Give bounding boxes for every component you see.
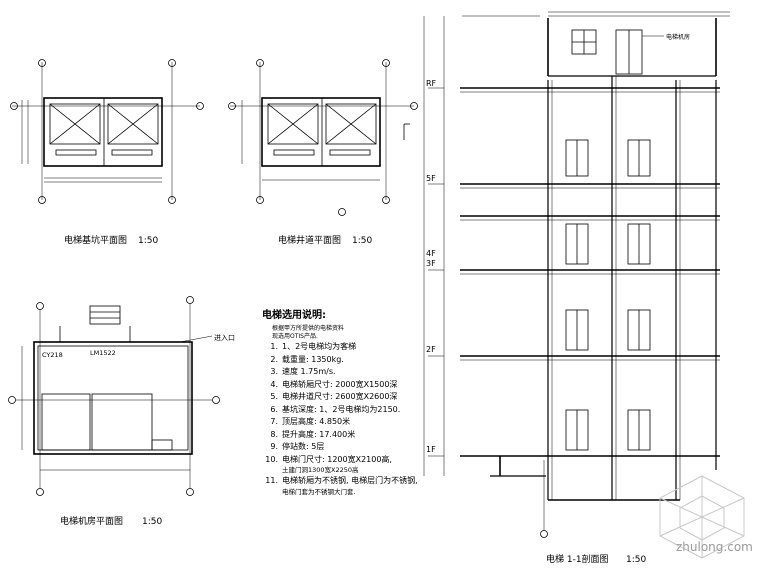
note-text: 1、2号电梯均为客梯 [282,342,357,351]
note-item: 11. 电梯轿厢为不锈钢, 电梯层门为不锈钢, [262,475,417,488]
note-text: 速度 1.75m/s. [282,367,336,376]
note-number: 6. [270,404,278,414]
shaft-plan [228,59,418,216]
floor-2f: 2F [426,345,436,354]
pit-plan-title: 电梯基坑平面图 [64,234,127,246]
floor-5f: 5F [426,174,436,183]
shaft-plan-scale: 1:50 [352,236,372,246]
note-item: 7. 顶层高度: 4.850米 [262,416,412,429]
section-scale: 1:50 [626,555,646,565]
note-item: 10. 电梯门尺寸: 1200宽X2100高, [262,454,412,467]
machine-room-tags: CY218 LM1522 进入口 [42,334,235,359]
note-number: 9. [270,442,278,451]
note-text: 电梯门套为不锈钢大门套. [282,487,356,496]
note-number: 7. [270,417,278,426]
elevator-notes: 电梯选用说明: 根据甲方所提供的电梯资料 现选用OTIS产品. 1. 1、2号电梯… [262,306,418,497]
section-title: 电梯 1-1剖面图 [546,553,609,565]
note-item: 土建门洞1300宽X2250高 [282,466,412,475]
machine-room-plan [8,296,220,496]
note-text: 提升高度: 17.400米 [282,429,356,439]
note-number: 3. [270,367,278,376]
notes-heading: 电梯选用说明: [262,310,326,321]
entry-label: 进入口 [214,334,235,342]
note-item: 2. 载重量: 1350kg. [262,354,412,367]
note-item: 1. 1、2号电梯均为客梯 [262,341,412,354]
shaft-plan-title: 电梯井道平面图 [278,234,341,246]
note-item: 3. 速度 1.75m/s. [262,366,412,379]
section-1-1 [423,11,730,538]
note-item: 4. 电梯轿厢尺寸: 2000宽X1500深 [262,379,412,392]
note-number: 1. [270,342,278,351]
notes-intro-1: 根据甲方所提供的电梯资料 [272,325,345,332]
note-number: 10. [265,454,278,464]
note-text: 电梯轿厢尺寸: 2000宽X1500深 [282,379,398,389]
note-item: 6. 基坑深度: 1、2号电梯均为2150. [262,404,412,417]
note-item: 9. 停站数: 5层 [262,441,412,454]
note-item: 8. 提升高度: 17.400米 [262,429,412,442]
note-text: 电梯门尺寸: 1200宽X2100高, [282,454,392,464]
pit-plan [10,59,204,204]
note-text: 停站数: 5层 [282,442,325,451]
note-text: 顶层高度: 4.850米 [282,417,351,426]
note-number: 4. [270,379,278,389]
watermark-logo [659,475,745,559]
note-number: 2. [270,354,278,364]
floor-3f: 3F [426,259,436,268]
pit-plan-scale: 1:50 [138,236,158,246]
note-item: 电梯门套为不锈钢大门套. [282,488,412,497]
notes-intro-2: 现选用OTIS产品. [272,333,318,340]
floor-1f: 1F [426,445,436,454]
note-item: 5. 电梯井道尺寸: 2600宽X2600深 [262,391,412,404]
machine-room-plan-title: 电梯机房平面图 [60,515,123,527]
note-text: 基坑深度: 1、2号电梯均为2150. [282,404,401,414]
note-text: 土建门洞1300宽X2250高 [282,466,359,474]
drawing-titles: 电梯基坑平面图 1:50 电梯井道平面图 1:50 电梯机房平面图 1:50 电… [60,234,646,565]
section-labels: 电梯机房 RF 5F 4F 3F 2F 1F [426,33,690,454]
machine-room-plan-scale: 1:50 [142,517,162,527]
floor-rf: RF [426,79,437,88]
note-number: 11. [265,476,278,485]
note-number: 5. [270,392,278,401]
machine-room-label: 电梯机房 [666,33,690,41]
note-text: 电梯井道尺寸: 2600宽X2600深 [282,392,398,401]
window-tag: CY218 [42,351,63,359]
note-text: 电梯轿厢为不锈钢, 电梯层门为不锈钢, [282,476,418,485]
notes-list: 1. 1、2号电梯均为客梯 2. 载重量: 1350kg. 3. 速度 1.75m/s. 4… [262,341,417,497]
note-number: 8. [270,429,278,439]
floor-4f: 4F [426,249,436,258]
door-tag: LM1522 [90,349,116,357]
watermark-text: zhulong.com [676,540,753,554]
note-text: 载重量: 1350kg. [282,354,344,364]
